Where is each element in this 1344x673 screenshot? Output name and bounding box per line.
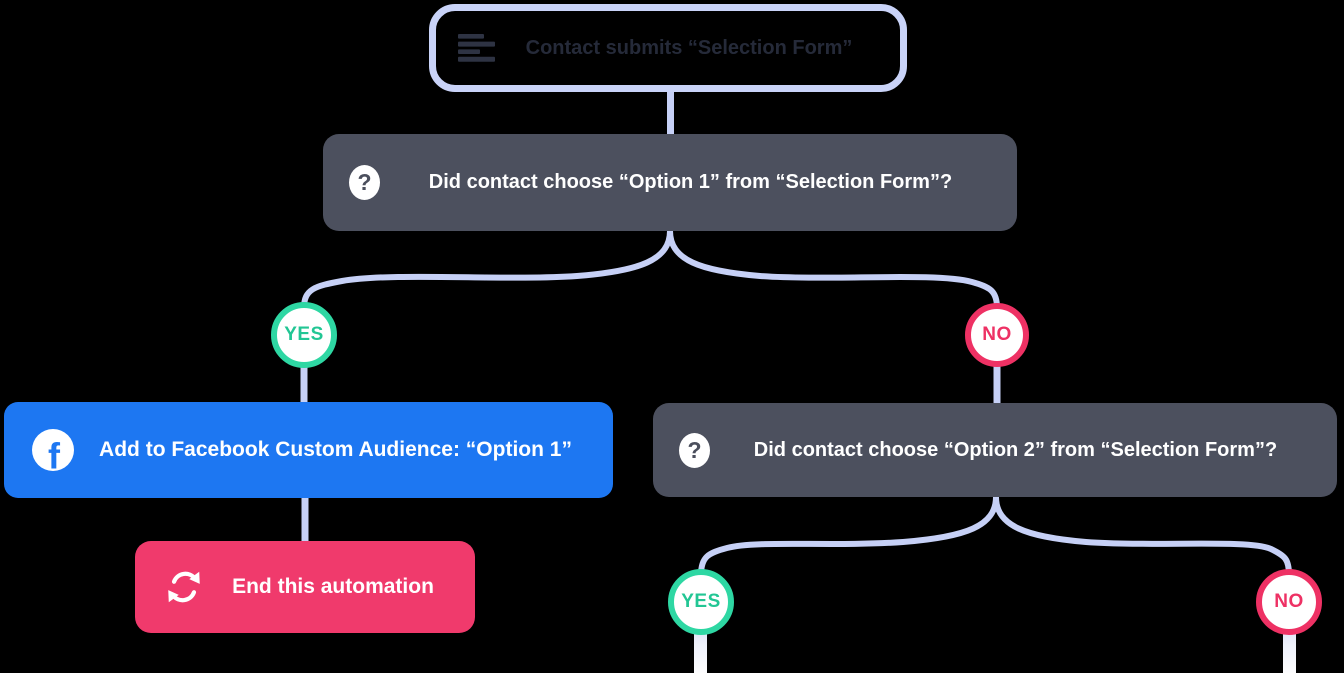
facebook-action-label: Add to Facebook Custom Audience: “Option… xyxy=(99,438,572,461)
sync-icon xyxy=(168,571,200,603)
question-glyph: ? xyxy=(357,169,372,195)
condition1-yes-branch[interactable]: YES xyxy=(271,302,337,368)
facebook-action-node[interactable]: f Add to Facebook Custom Audience: “Opti… xyxy=(4,402,613,498)
condition1-label: Did contact choose “Option 1” from “Sele… xyxy=(428,171,953,193)
question-icon: ? xyxy=(349,165,380,200)
condition1-no-branch[interactable]: NO xyxy=(965,303,1029,367)
no-label: NO xyxy=(982,324,1012,345)
yes-label: YES xyxy=(681,591,721,612)
condition1-node[interactable]: ? Did contact choose “Option 1” from “Se… xyxy=(323,134,1017,231)
question-icon: ? xyxy=(679,432,710,468)
end-automation-label: End this automation xyxy=(232,575,434,598)
yes-label: YES xyxy=(284,324,324,345)
facebook-glyph: f xyxy=(47,434,60,471)
trigger-node-contact-submits-form[interactable]: Contact submits “Selection Form” xyxy=(429,4,907,92)
condition2-yes-branch[interactable]: YES xyxy=(668,569,734,635)
branch-curve-condition1-no xyxy=(667,228,1000,311)
condition2-no-branch[interactable]: NO xyxy=(1256,569,1322,635)
facebook-icon: f xyxy=(32,429,74,471)
branch-curve-condition1-yes xyxy=(301,228,673,311)
condition2-node[interactable]: ? Did contact choose “Option 2” from “Se… xyxy=(653,403,1337,497)
question-glyph: ? xyxy=(687,436,702,463)
end-automation-node[interactable]: End this automation xyxy=(135,541,475,633)
branch-curve-condition2-no xyxy=(993,494,1292,578)
form-lines-icon xyxy=(458,34,495,62)
no-label: NO xyxy=(1274,591,1304,612)
trigger-label: Contact submits “Selection Form” xyxy=(525,36,853,59)
branch-curve-condition2-yes xyxy=(698,494,999,578)
condition2-label: Did contact choose “Option 2” from “Sele… xyxy=(753,438,1278,461)
